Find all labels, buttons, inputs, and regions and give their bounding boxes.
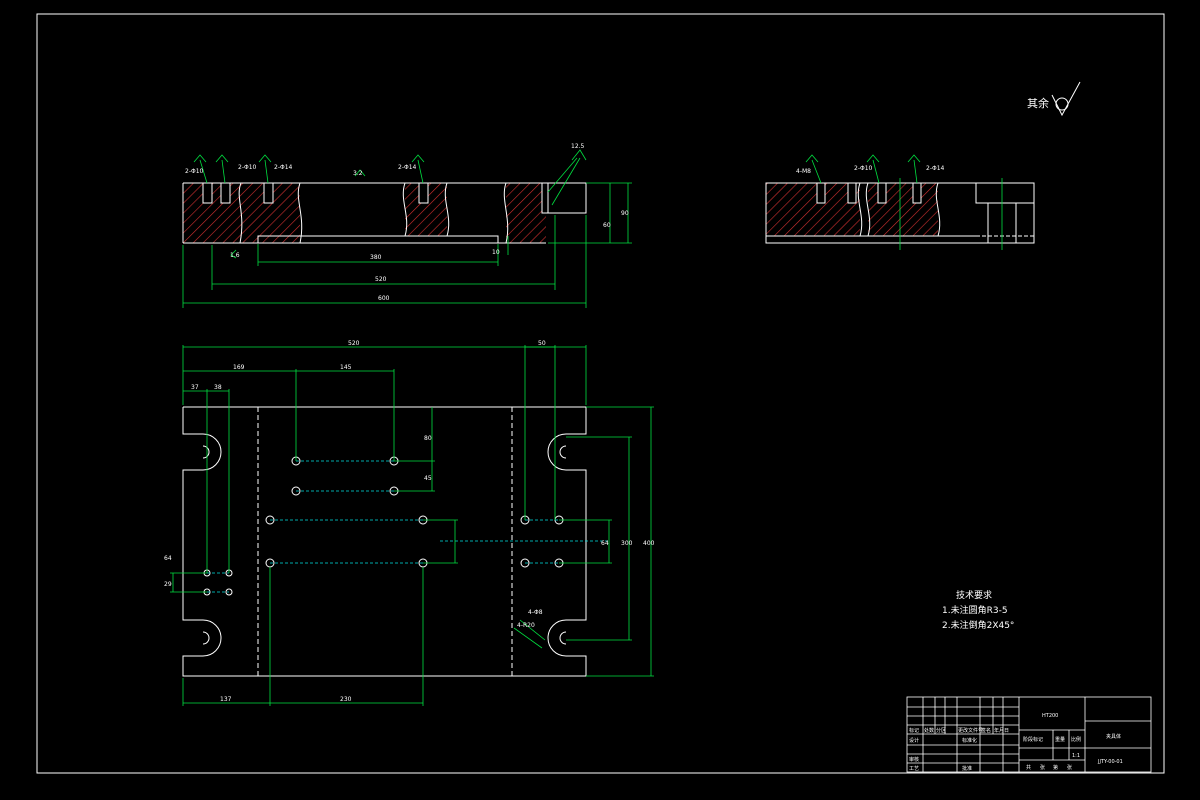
- section-hatch-right: [506, 183, 546, 243]
- tb-row-label-5: 签名: [981, 727, 991, 734]
- tech-note-1: 1.未注圆角R3-5: [942, 604, 1008, 616]
- plan-dim-29: 29: [164, 581, 172, 588]
- tb-row-label-6: 年月日: [994, 727, 1009, 734]
- title-block-material: HT200: [1042, 713, 1058, 719]
- plan-dim-38: 38: [214, 384, 222, 391]
- plan-dim-45: 45: [424, 475, 432, 482]
- tb-weight-label: 重量: [1055, 736, 1065, 743]
- tb-stage-label: 阶段标记: [1023, 736, 1043, 743]
- plan-dim-64r: 64: [601, 540, 609, 547]
- tb-scale-value: 1:1: [1072, 753, 1080, 759]
- plan-dim-37: 37: [191, 384, 199, 391]
- tb-role-design: 设计: [909, 737, 919, 744]
- side-callout-2: 2-Φ10: [854, 165, 873, 172]
- roughness-symbol: 其余: [1027, 81, 1081, 117]
- tb-row-label-1: 标记: [909, 727, 919, 734]
- tb-row-label-3: 分区: [936, 727, 946, 734]
- side-view: 4-M8 2-Φ10 2-Φ14: [765, 154, 1035, 250]
- tb-sheet-1: 共: [1026, 764, 1031, 771]
- section-dim-600: 600: [378, 295, 390, 302]
- section-dim-520: 520: [375, 276, 387, 283]
- section-dim-10: 10: [492, 249, 500, 256]
- side-callout-1: 4-M8: [796, 168, 811, 175]
- section-callout-3: 2-Φ14: [274, 164, 293, 171]
- tb-role-process: 工艺: [909, 766, 919, 772]
- tech-notes-title: 技术要求: [956, 589, 992, 601]
- roughness-mark-1: 12.5: [571, 143, 585, 150]
- drawing-border: [36, 13, 1165, 774]
- tb-approve-label: 批准: [962, 765, 972, 772]
- section-callout-1: 2-Φ10: [185, 168, 204, 175]
- title-block-drawing-no: JJTY-00-01: [1097, 759, 1123, 765]
- section-callout-2: 2-Φ10: [238, 164, 257, 171]
- roughness-mark-3: 1.6: [230, 252, 240, 259]
- tech-note-2: 2.未注倒角2X45°: [942, 619, 1014, 631]
- plan-hole-note-2: 4-R20: [517, 622, 535, 629]
- section-dim-60: 60: [603, 222, 611, 229]
- section-dim-380: 380: [370, 254, 382, 261]
- plan-hole-note-1: 4-Φ8: [528, 609, 543, 616]
- side-callout-3: 2-Φ14: [926, 165, 945, 172]
- tb-role-review: 审核: [909, 756, 919, 763]
- tb-sheet-3: 第: [1053, 764, 1058, 771]
- plan-dim-230: 230: [340, 696, 352, 703]
- plan-dim-137: 137: [220, 696, 232, 703]
- plan-dim-50: 50: [538, 340, 546, 347]
- tb-row-label-2: 处数: [924, 727, 934, 734]
- roughness-mark-2: 3.2: [353, 170, 363, 177]
- title-block-part-name: 夹具体: [1106, 733, 1121, 740]
- tb-row-label-4: 更改文件号: [958, 727, 983, 734]
- plan-dim-520: 520: [348, 340, 360, 347]
- section-dim-90: 90: [621, 210, 629, 217]
- tech-notes: 技术要求 1.未注圆角R3-5 2.未注倒角2X45°: [942, 589, 1014, 631]
- roughness-label: 其余: [1027, 96, 1049, 110]
- tb-scale-label: 比例: [1071, 736, 1081, 743]
- section-view: 2-Φ10 2-Φ10 2-Φ14 2-Φ14 380 520 600 60 9…: [182, 143, 632, 308]
- title-block: HT200 夹具体 JJTY-00-01 标记 处数 分区 更改文件号 签名 年…: [906, 696, 1152, 773]
- plan-dim-80: 80: [424, 435, 432, 442]
- plan-dim-400: 400: [643, 540, 655, 547]
- plan-dim-64l: 64: [164, 555, 172, 562]
- section-callout-4: 2-Φ14: [398, 164, 417, 171]
- plan-view: 520 50 169 145 37 38 80 45 64 300 400 64…: [164, 340, 655, 706]
- tb-std-label: 标准化: [962, 737, 977, 744]
- plan-dim-145: 145: [340, 364, 352, 371]
- tb-sheet-2: 张: [1040, 764, 1045, 771]
- plan-dim-169: 169: [233, 364, 245, 371]
- tb-sheet-4: 张: [1067, 764, 1072, 771]
- plan-dim-300: 300: [621, 540, 633, 547]
